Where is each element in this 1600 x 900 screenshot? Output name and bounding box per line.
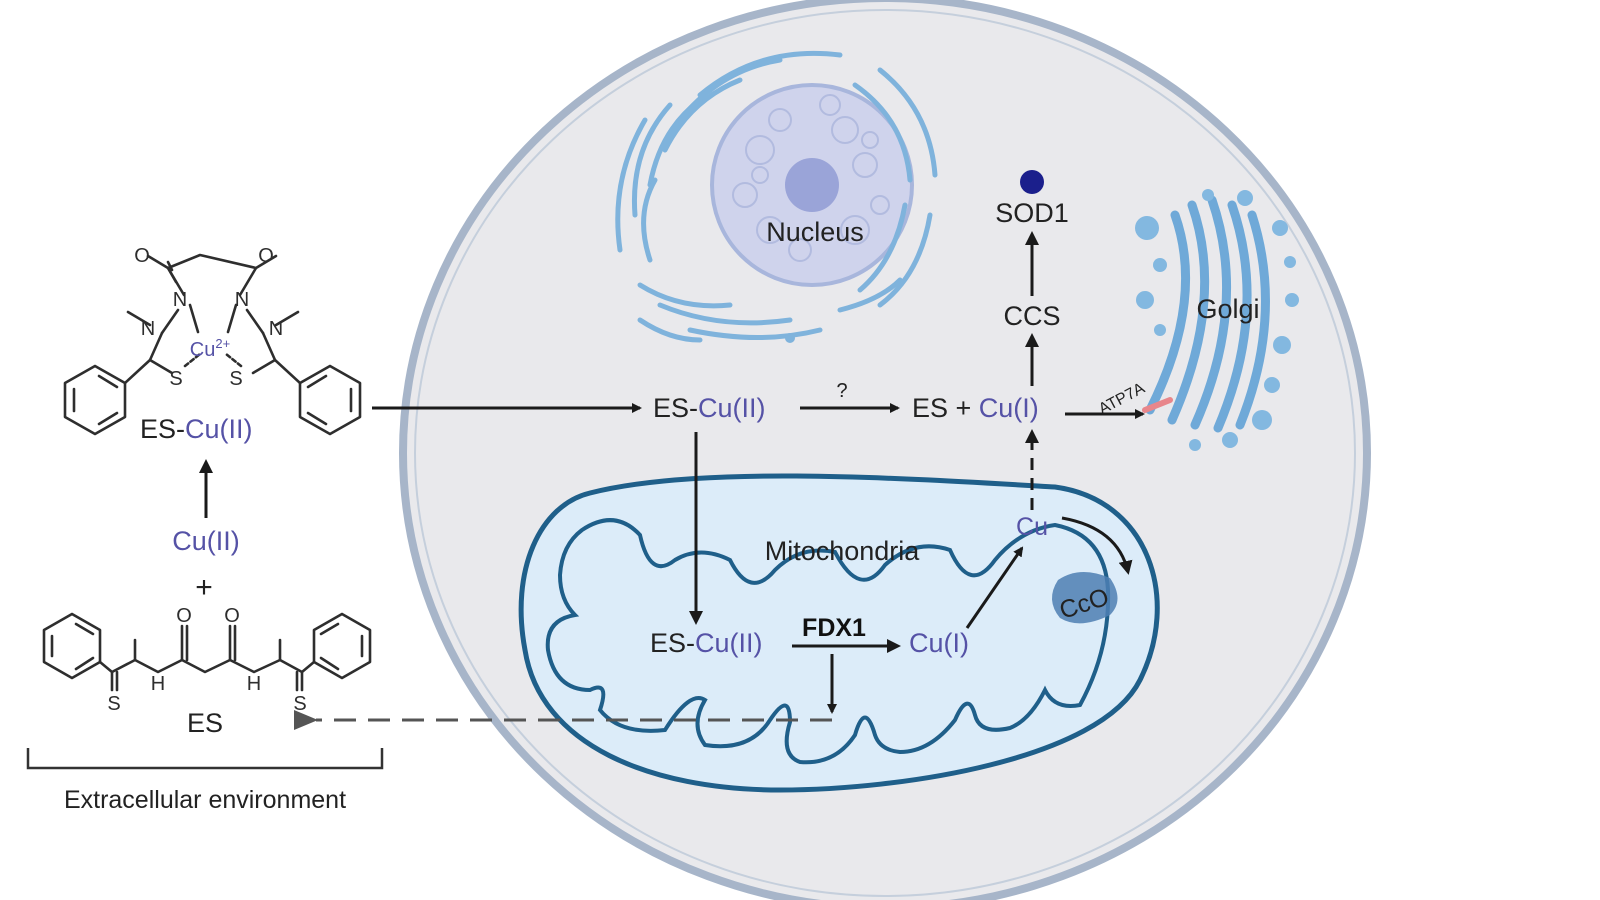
es-cu-ii-mito: ES-Cu(II) (650, 628, 763, 658)
nucleus-label: Nucleus (766, 217, 864, 247)
es-cu-complex-structure: O O N N N N S S Cu2+ (63, 245, 362, 436)
extracellular-bracket (26, 748, 384, 770)
cu-i-mito: Cu(I) (909, 628, 969, 658)
ccs-label: CCS (1003, 301, 1060, 331)
atom-o-right: O (258, 245, 274, 267)
extracellular-label: Extracellular environment (64, 786, 346, 814)
arrow-cu-i-to-cu (965, 546, 1024, 629)
nucleolus (785, 158, 839, 212)
ligand-phenyl-right (312, 612, 372, 680)
atom-n4: N (269, 318, 283, 340)
cu2-center: Cu2+ (190, 336, 230, 361)
atp7a-transporter (1142, 397, 1173, 413)
ligand-atom-s-right: S (293, 693, 306, 715)
nucleus-chromatin (732, 94, 890, 262)
cu-ii-extracellular: Cu(II) (172, 526, 240, 556)
cell-membrane-inner (414, 9, 1356, 897)
atom-n1: N (173, 289, 187, 311)
pathway-arrows (199, 231, 1145, 730)
ligand-atom-o-left: O (176, 605, 192, 627)
ligand-phenyl-left (42, 612, 102, 680)
es-ligand-label: ES (187, 708, 223, 738)
mitochondria-inner-membrane (545, 518, 1111, 765)
ligand-atom-s-left: S (107, 693, 120, 715)
sod1-dot (1020, 170, 1044, 194)
fdx1-label: FDX1 (802, 614, 866, 642)
atom-n2: N (235, 289, 249, 311)
mitochondria: Mitochondria CcO (518, 473, 1160, 793)
atom-s-left: S (169, 368, 182, 390)
arrow-cu-to-cco (1061, 516, 1133, 575)
golgi-apparatus: Golgi ATP7A (1096, 189, 1299, 451)
question-mark-label: ? (836, 380, 847, 402)
plus-sign: + (195, 571, 213, 604)
nucleus-group: Nucleus (615, 50, 938, 343)
golgi-label: Golgi (1196, 294, 1259, 324)
atom-n3: N (141, 318, 155, 340)
ligand-atom-h-right: H (247, 673, 261, 695)
cu-mito-label: Cu (1016, 513, 1048, 541)
atom-s-right: S (229, 368, 242, 390)
ligand-atom-o-right: O (224, 605, 240, 627)
endoplasmic-reticulum (615, 50, 938, 343)
mitochondria-label: Mitochondria (765, 536, 921, 566)
atom-o-left: O (134, 245, 150, 267)
es-ligand-structure: S S O O H H (42, 605, 372, 715)
es-cu-ii-cytosol: ES-Cu(II) (653, 393, 766, 423)
cco-blob (1051, 571, 1118, 624)
sod1-label: SOD1 (995, 198, 1069, 228)
ligand-atom-h-left: H (151, 673, 165, 695)
es-cu-ii-extracellular: ES-Cu(II) (140, 414, 253, 444)
es-plus-cu-i-cytosol: ES + Cu(I) (912, 393, 1039, 423)
